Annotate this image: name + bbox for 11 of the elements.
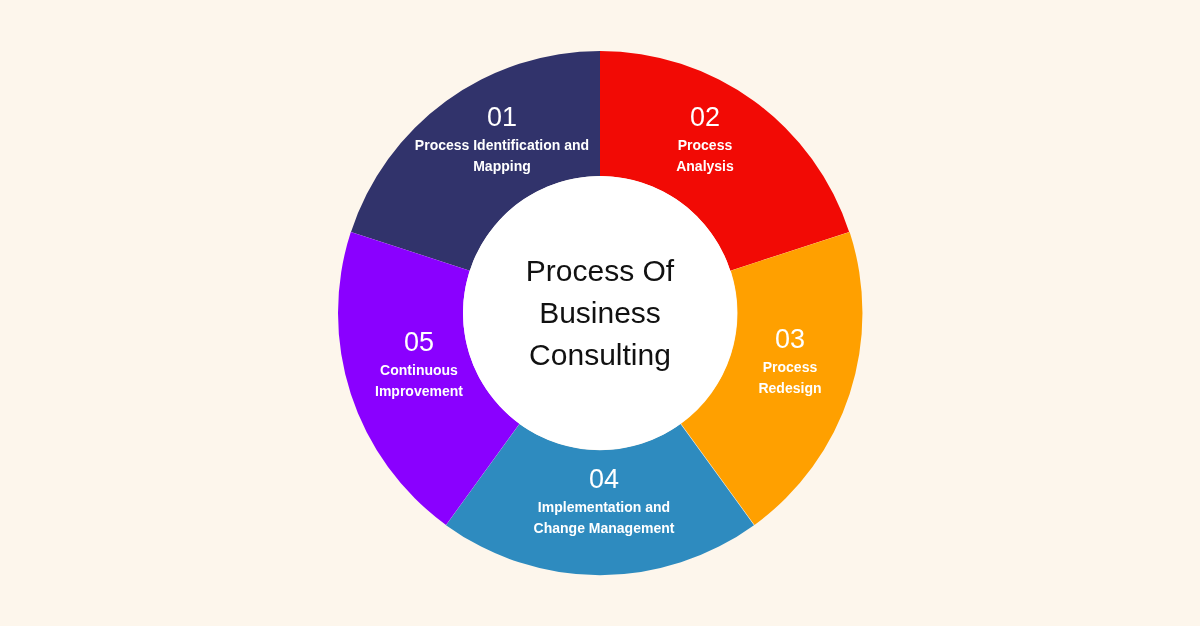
step-number: 01 — [485, 104, 518, 131]
step-label: Process Analysis — [675, 136, 735, 176]
step-label: Continuous Improvement — [374, 361, 464, 401]
step-number: 02 — [688, 104, 721, 131]
step-label: Process Identification and Mapping — [413, 136, 591, 176]
center-title: Process Of Business Consulting — [524, 253, 676, 373]
step-label: Implementation and Change Management — [532, 498, 676, 538]
step-number: 03 — [773, 326, 806, 353]
step-label: Process Redesign — [757, 358, 823, 398]
step-number: 04 — [587, 466, 620, 493]
step-number: 05 — [402, 329, 435, 356]
